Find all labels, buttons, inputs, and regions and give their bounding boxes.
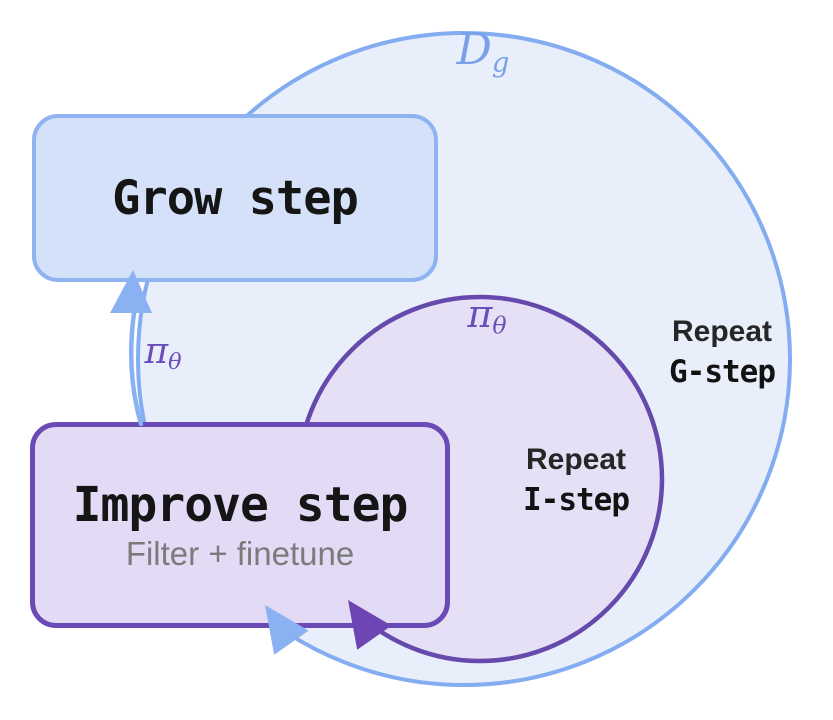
- policy-label-inner-circle: πθ: [467, 292, 506, 340]
- repeat-g-step-line2: G-step: [669, 354, 776, 390]
- improve-step-subtitle: Filter + finetune: [125, 534, 355, 572]
- policy-label-subscript: θ: [492, 311, 507, 340]
- grow-step-box: Grow step: [32, 114, 438, 282]
- policy-arrow-label-subscript: θ: [168, 349, 182, 376]
- repeat-i-step-line2: I-step: [523, 482, 630, 518]
- improve-step-title: Improve step: [72, 476, 409, 533]
- policy-label-on-arrow: πθ: [144, 330, 181, 376]
- improve-step-box: Improve step Filter + finetune: [30, 422, 450, 628]
- policy-label-base: π: [467, 292, 493, 336]
- dataset-label: Dg: [457, 24, 510, 80]
- repeat-g-step-label: Repeat G-step: [669, 312, 776, 392]
- repeat-i-step-label: Repeat I-step: [523, 440, 630, 520]
- policy-arrow-label-base: π: [144, 331, 169, 372]
- dataset-label-subscript: g: [491, 47, 510, 79]
- grow-step-title: Grow step: [112, 170, 359, 226]
- repeat-i-step-line1: Repeat: [525, 443, 627, 476]
- repeat-g-step-line1: Repeat: [671, 315, 773, 348]
- dataset-label-base: D: [456, 24, 492, 75]
